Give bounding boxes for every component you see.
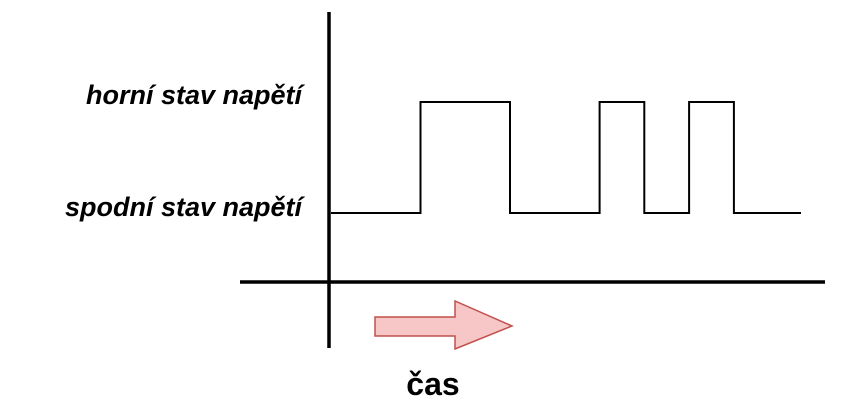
time-axis-label: čas [406, 366, 459, 402]
low-state-label: spodní stav napětí [65, 192, 306, 222]
high-state-label: horní stav napětí [86, 80, 306, 110]
time-direction-arrow-icon [374, 299, 514, 351]
square-wave-signal [331, 101, 801, 214]
